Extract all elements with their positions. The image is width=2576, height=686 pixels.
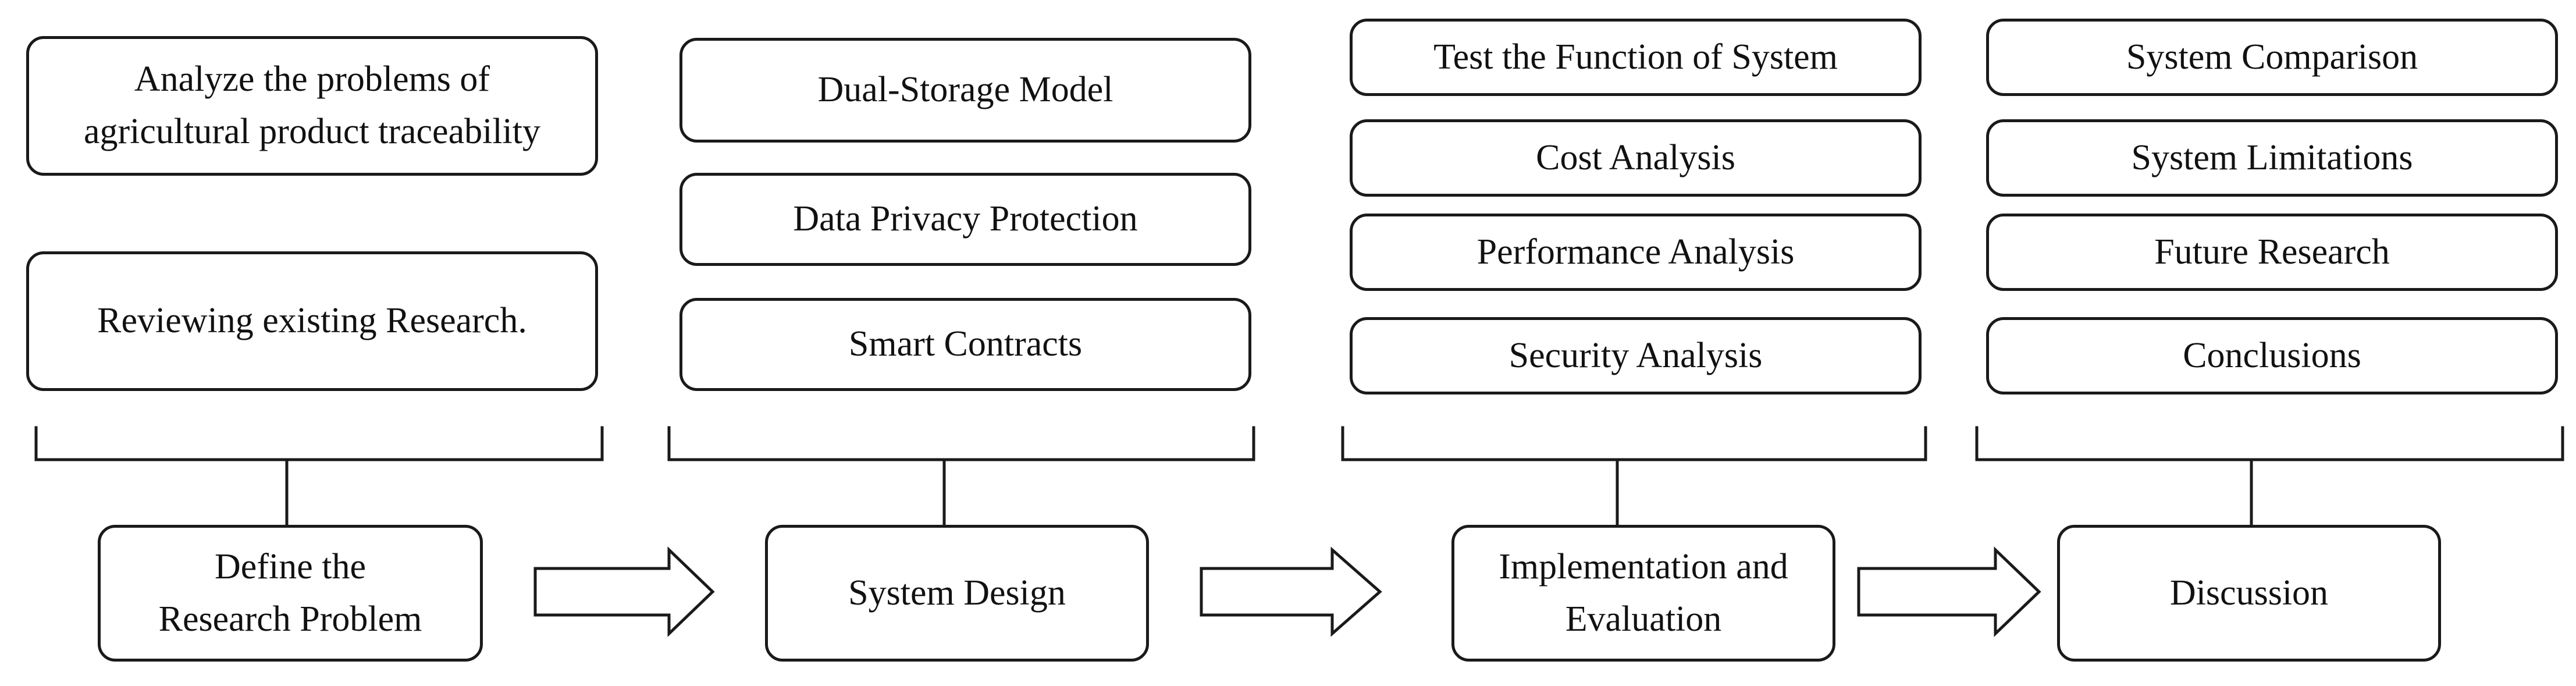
box-data-privacy-protection: Data Privacy Protection [679, 173, 1251, 266]
arrow-2-icon [1200, 546, 1382, 637]
box-reviewing-research-label: Reviewing existing Research. [97, 301, 527, 341]
bracket-implementation [1341, 426, 1927, 461]
box-system-limitations: System Limitations [1986, 119, 2558, 197]
box-conclusions: Conclusions [1986, 317, 2558, 394]
box-smart-contracts-label: Smart Contracts [848, 324, 1083, 364]
box-test-function-label: Test the Function of System [1433, 37, 1838, 77]
box-system-comparison: System Comparison [1986, 19, 2558, 96]
box-dual-storage-model: Dual-Storage Model [679, 38, 1251, 143]
arrow-1-icon [533, 546, 715, 637]
box-conclusions-label: Conclusions [2183, 335, 2361, 375]
bracket-discussion [1975, 426, 2564, 461]
box-system-limitations-label: System Limitations [2131, 137, 2413, 177]
bracket-define-problem [34, 426, 604, 461]
box-analyze-problems: Analyze the problems of agricultural pro… [26, 36, 598, 176]
box-dual-storage-model-label: Dual-Storage Model [817, 70, 1113, 110]
stage-define-problem-label: Define the Research Problem [158, 546, 422, 639]
box-future-research: Future Research [1986, 214, 2558, 291]
box-reviewing-research: Reviewing existing Research. [26, 251, 598, 391]
stage-system-design: System Design [765, 525, 1149, 662]
box-security-analysis-label: Security Analysis [1508, 335, 1763, 375]
stage-implementation: Implementation and Evaluation [1451, 525, 1835, 662]
box-analyze-problems-label: Analyze the problems of agricultural pro… [84, 59, 540, 151]
box-cost-analysis-label: Cost Analysis [1536, 137, 1735, 177]
box-test-function: Test the Function of System [1350, 19, 1922, 96]
box-future-research-label: Future Research [2154, 232, 2390, 272]
box-cost-analysis: Cost Analysis [1350, 119, 1922, 197]
stage-discussion-label: Discussion [2169, 573, 2329, 613]
box-performance-analysis: Performance Analysis [1350, 214, 1922, 291]
box-performance-analysis-label: Performance Analysis [1476, 232, 1795, 272]
arrow-3-icon [1857, 546, 2041, 637]
stage-discussion: Discussion [2057, 525, 2441, 662]
box-system-comparison-label: System Comparison [2126, 37, 2418, 77]
bracket-system-design [667, 426, 1255, 461]
box-data-privacy-protection-label: Data Privacy Protection [793, 199, 1138, 239]
stage-implementation-label: Implementation and Evaluation [1499, 546, 1788, 639]
box-security-analysis: Security Analysis [1350, 317, 1922, 394]
stage-system-design-label: System Design [848, 573, 1066, 613]
box-smart-contracts: Smart Contracts [679, 298, 1251, 391]
stage-define-problem: Define the Research Problem [98, 525, 483, 662]
